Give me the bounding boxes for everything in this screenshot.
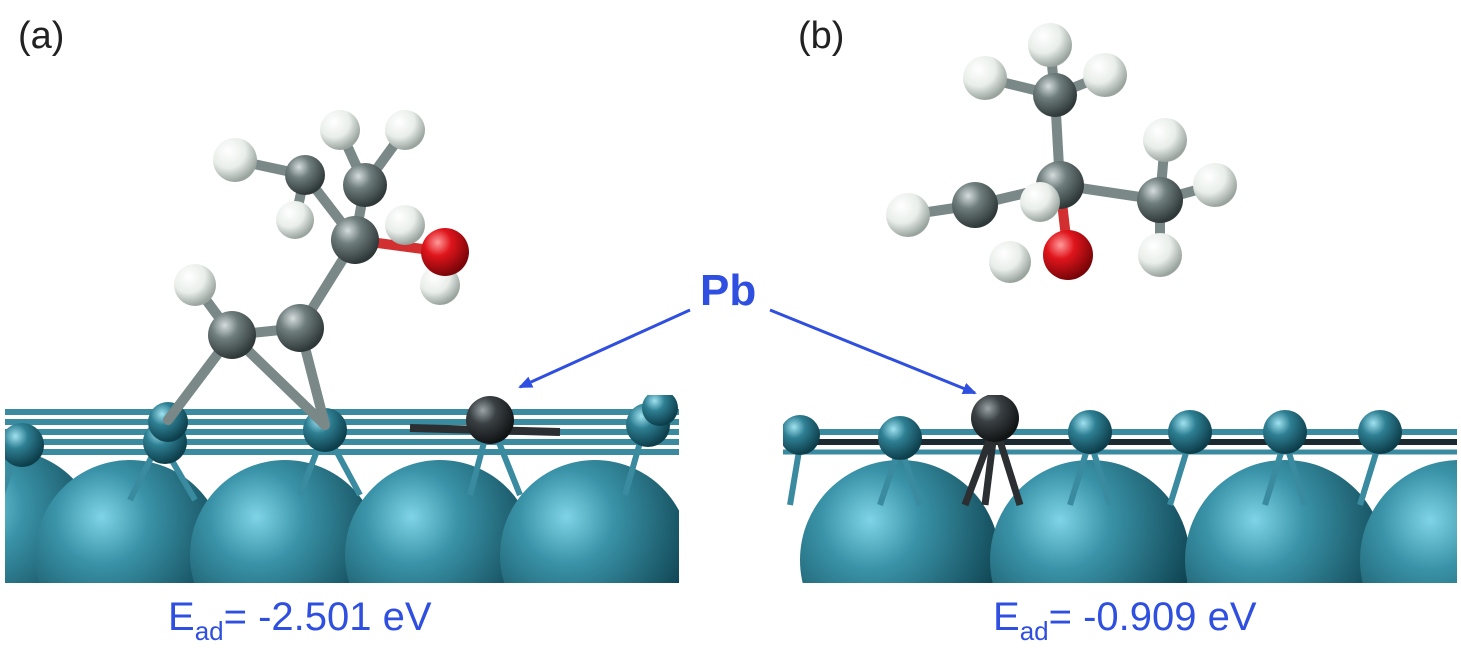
panel-a-substrate	[5, 395, 679, 583]
panel-a: (a)	[5, 15, 679, 646]
panel-a-pb-atom	[466, 396, 514, 444]
panel-b-hydrogen-atom	[989, 241, 1031, 283]
panel-a-oxygen-atom	[421, 228, 469, 276]
panel-a-carbon-atom	[276, 304, 324, 352]
panel-a-hydrogen-atom	[213, 138, 257, 182]
panel-b-hydrogen-atom	[1020, 182, 1060, 222]
panel-a-carbon-atom	[331, 216, 379, 264]
panel-a-energy-subscript: ad	[195, 616, 224, 646]
panel-b-hydrogen-atom	[1028, 23, 1072, 67]
pb-annotation: Pb	[518, 266, 977, 395]
panel-a-energy-symbol: E	[168, 595, 195, 639]
panel-a-energy-value: = -2.501 eV	[224, 595, 432, 639]
panel-a-energy: Ead= -2.501 eV	[168, 595, 432, 646]
panel-b-hydrogen-atom	[1083, 53, 1127, 97]
panel-a-molecule	[163, 110, 469, 430]
panel-b-oxygen-atom	[1043, 230, 1093, 280]
panel-b-energy-subscript: ad	[1020, 616, 1049, 646]
panel-b-carbon-atom	[952, 182, 998, 228]
pb-arrow-right	[769, 308, 977, 395]
panel-b-hydrogen-atom	[1138, 233, 1182, 277]
panel-b-hydrogen-atom	[963, 56, 1007, 100]
panel-a-hydrogen-atom	[174, 264, 216, 306]
panel-a-hydrogen-atom	[320, 110, 360, 150]
panel-a-carbon-atom	[208, 311, 256, 359]
panel-b: (b)	[783, 15, 1457, 646]
panel-b-hydrogen-atom	[1193, 163, 1237, 207]
panel-b-subsurface-layer	[800, 460, 1457, 583]
panel-b-hydrogen-atom	[886, 193, 930, 237]
panel-b-energy-symbol: E	[993, 595, 1020, 639]
panel-a-carbon-atom	[285, 155, 325, 195]
panel-b-hydrogen-atom	[1143, 118, 1187, 162]
panel-b-substrate	[783, 395, 1457, 583]
panel-b-label: (b)	[798, 15, 844, 57]
panel-b-surface-layer	[783, 410, 1402, 460]
panel-a-carbon-atom	[343, 163, 387, 207]
panel-b-energy: Ead= -0.909 eV	[993, 595, 1257, 646]
panel-a-subsurface-layer	[5, 450, 679, 583]
panel-b-molecule	[886, 23, 1237, 283]
panel-b-pb-atom	[971, 395, 1019, 442]
panel-a-hydrogen-atom	[385, 205, 425, 245]
panel-a-label: (a)	[18, 15, 64, 57]
panel-a-hydrogen-atom	[385, 110, 425, 150]
panel-a-hydrogen-atom	[276, 201, 314, 239]
panel-b-carbon-atom	[1033, 73, 1077, 117]
panel-b-energy-value: = -0.909 eV	[1049, 595, 1257, 639]
panel-b-carbon-atom	[1137, 177, 1183, 223]
pb-arrow-left	[518, 308, 691, 389]
pb-annotation-label: Pb	[700, 266, 756, 315]
